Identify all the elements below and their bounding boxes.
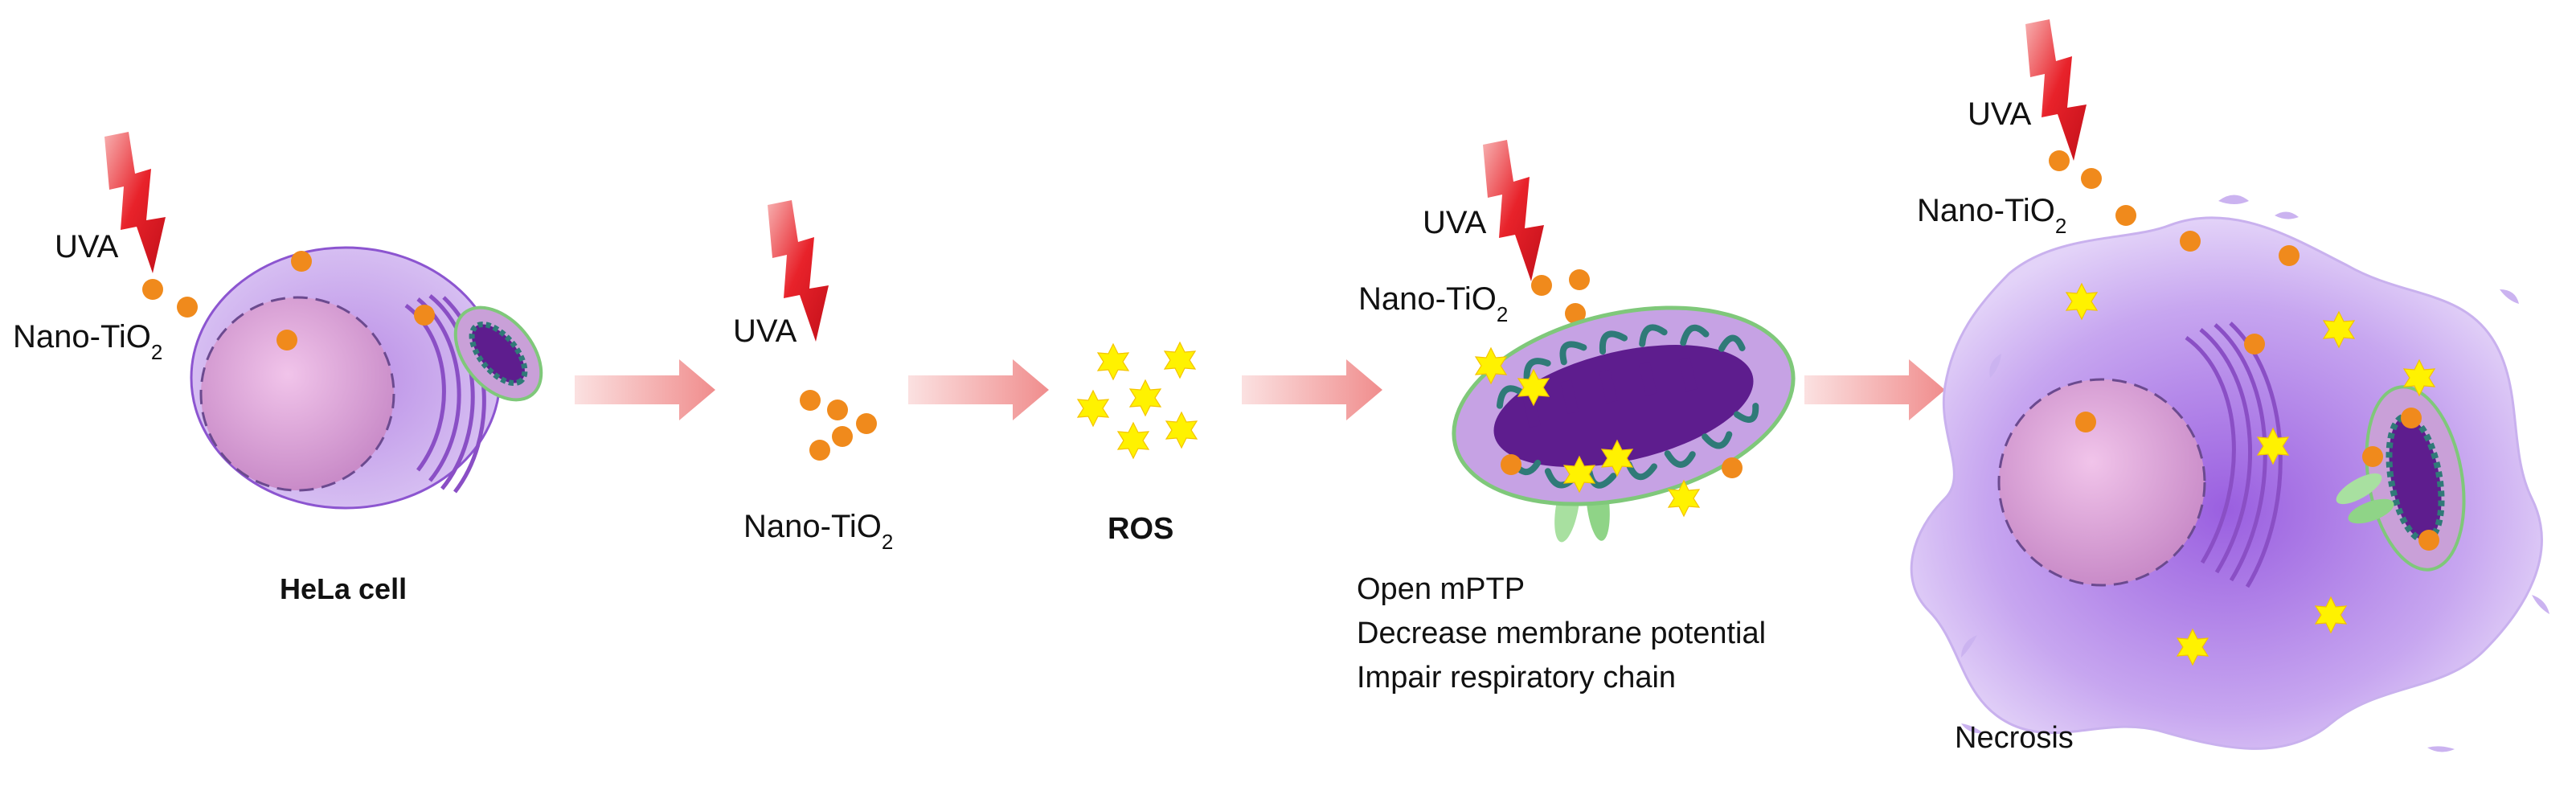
effect-decrease-membrane-potential: Decrease membrane potential [1357, 617, 1766, 650]
necrosis-caption: Necrosis [1955, 721, 2074, 755]
uva-label: UVA [1423, 205, 1487, 240]
mitochondrion [2365, 385, 2466, 572]
ros-star-icon [1077, 390, 1109, 427]
nanoparticle [1501, 454, 1521, 475]
uva-label: UVA [733, 313, 797, 349]
ros-star-icon [1129, 379, 1161, 416]
nanoparticle [142, 279, 163, 300]
hela-cell-caption: HeLa cell [280, 572, 407, 605]
process-arrow-icon [575, 359, 715, 420]
nano-tio2-label: Nano-TiO2 [1917, 193, 2066, 238]
ros-caption: ROS [1108, 512, 1173, 546]
uva-label: UVA [1968, 96, 2032, 132]
nanoparticle [1565, 303, 1586, 324]
uva-lightning-icon [2025, 19, 2087, 161]
nanoparticle [2279, 245, 2300, 266]
nano-tio2-label: Nano-TiO2 [743, 509, 893, 554]
nucleus [199, 296, 395, 492]
nanoparticle [414, 305, 435, 326]
nanoparticle [2244, 334, 2265, 354]
effect-impair-respiratory-chain: Impair respiratory chain [1357, 661, 1676, 695]
nanoparticle [832, 426, 853, 447]
nanoparticle [276, 330, 297, 350]
process-arrow-icon [1242, 359, 1382, 420]
damaged-mitochondrion [1452, 305, 1796, 543]
nanoparticle [2049, 150, 2070, 171]
nanoparticle [809, 440, 830, 461]
panel-nano-tio2: UVA Nano-TiO2 [733, 200, 893, 554]
nano-tio2-label: Nano-TiO2 [1358, 281, 1508, 326]
nanoparticle [1569, 269, 1590, 290]
necrotic-cell-body [1910, 216, 2543, 750]
uva-label: UVA [55, 229, 119, 264]
panel-hela-cell: UVA Nano-TiO2 HeLa cell [13, 132, 543, 605]
nucleus [1997, 378, 2206, 587]
nanoparticle [2075, 412, 2096, 432]
panel-necrosis: UVA Nano-TiO2 [1910, 19, 2549, 755]
nanoparticle [291, 251, 312, 272]
nanoparticle [2362, 446, 2383, 467]
mitochondrion [453, 305, 543, 402]
membrane-fragments [1961, 195, 2549, 752]
ros-star-icon [1164, 342, 1196, 379]
nanoparticle [800, 390, 821, 411]
effect-open-mptp: Open mPTP [1357, 572, 1525, 606]
panel-ros: ROS [1077, 342, 1198, 546]
nanoparticle [2180, 231, 2201, 252]
ros-star-icon [1117, 422, 1149, 459]
nanoparticle [856, 413, 877, 434]
nano-tio2-label: Nano-TiO2 [13, 319, 162, 364]
nanoparticle [2401, 408, 2422, 428]
nanoparticle [1722, 457, 1743, 478]
nanoparticle [1531, 275, 1552, 296]
nanoparticle [2418, 530, 2439, 551]
process-arrow-icon [908, 359, 1049, 420]
process-arrow-icon [1804, 359, 1945, 420]
nanoparticle [2115, 205, 2136, 226]
nanoparticle [177, 297, 198, 318]
uva-lightning-icon [1483, 140, 1544, 281]
nanoparticle [827, 400, 848, 420]
panel-mitochondrion: UVA Nano-TiO2 [1357, 140, 1796, 695]
ros-star-icon [1097, 343, 1129, 380]
nanoparticle [2081, 168, 2102, 189]
ros-star-icon [1165, 412, 1198, 449]
